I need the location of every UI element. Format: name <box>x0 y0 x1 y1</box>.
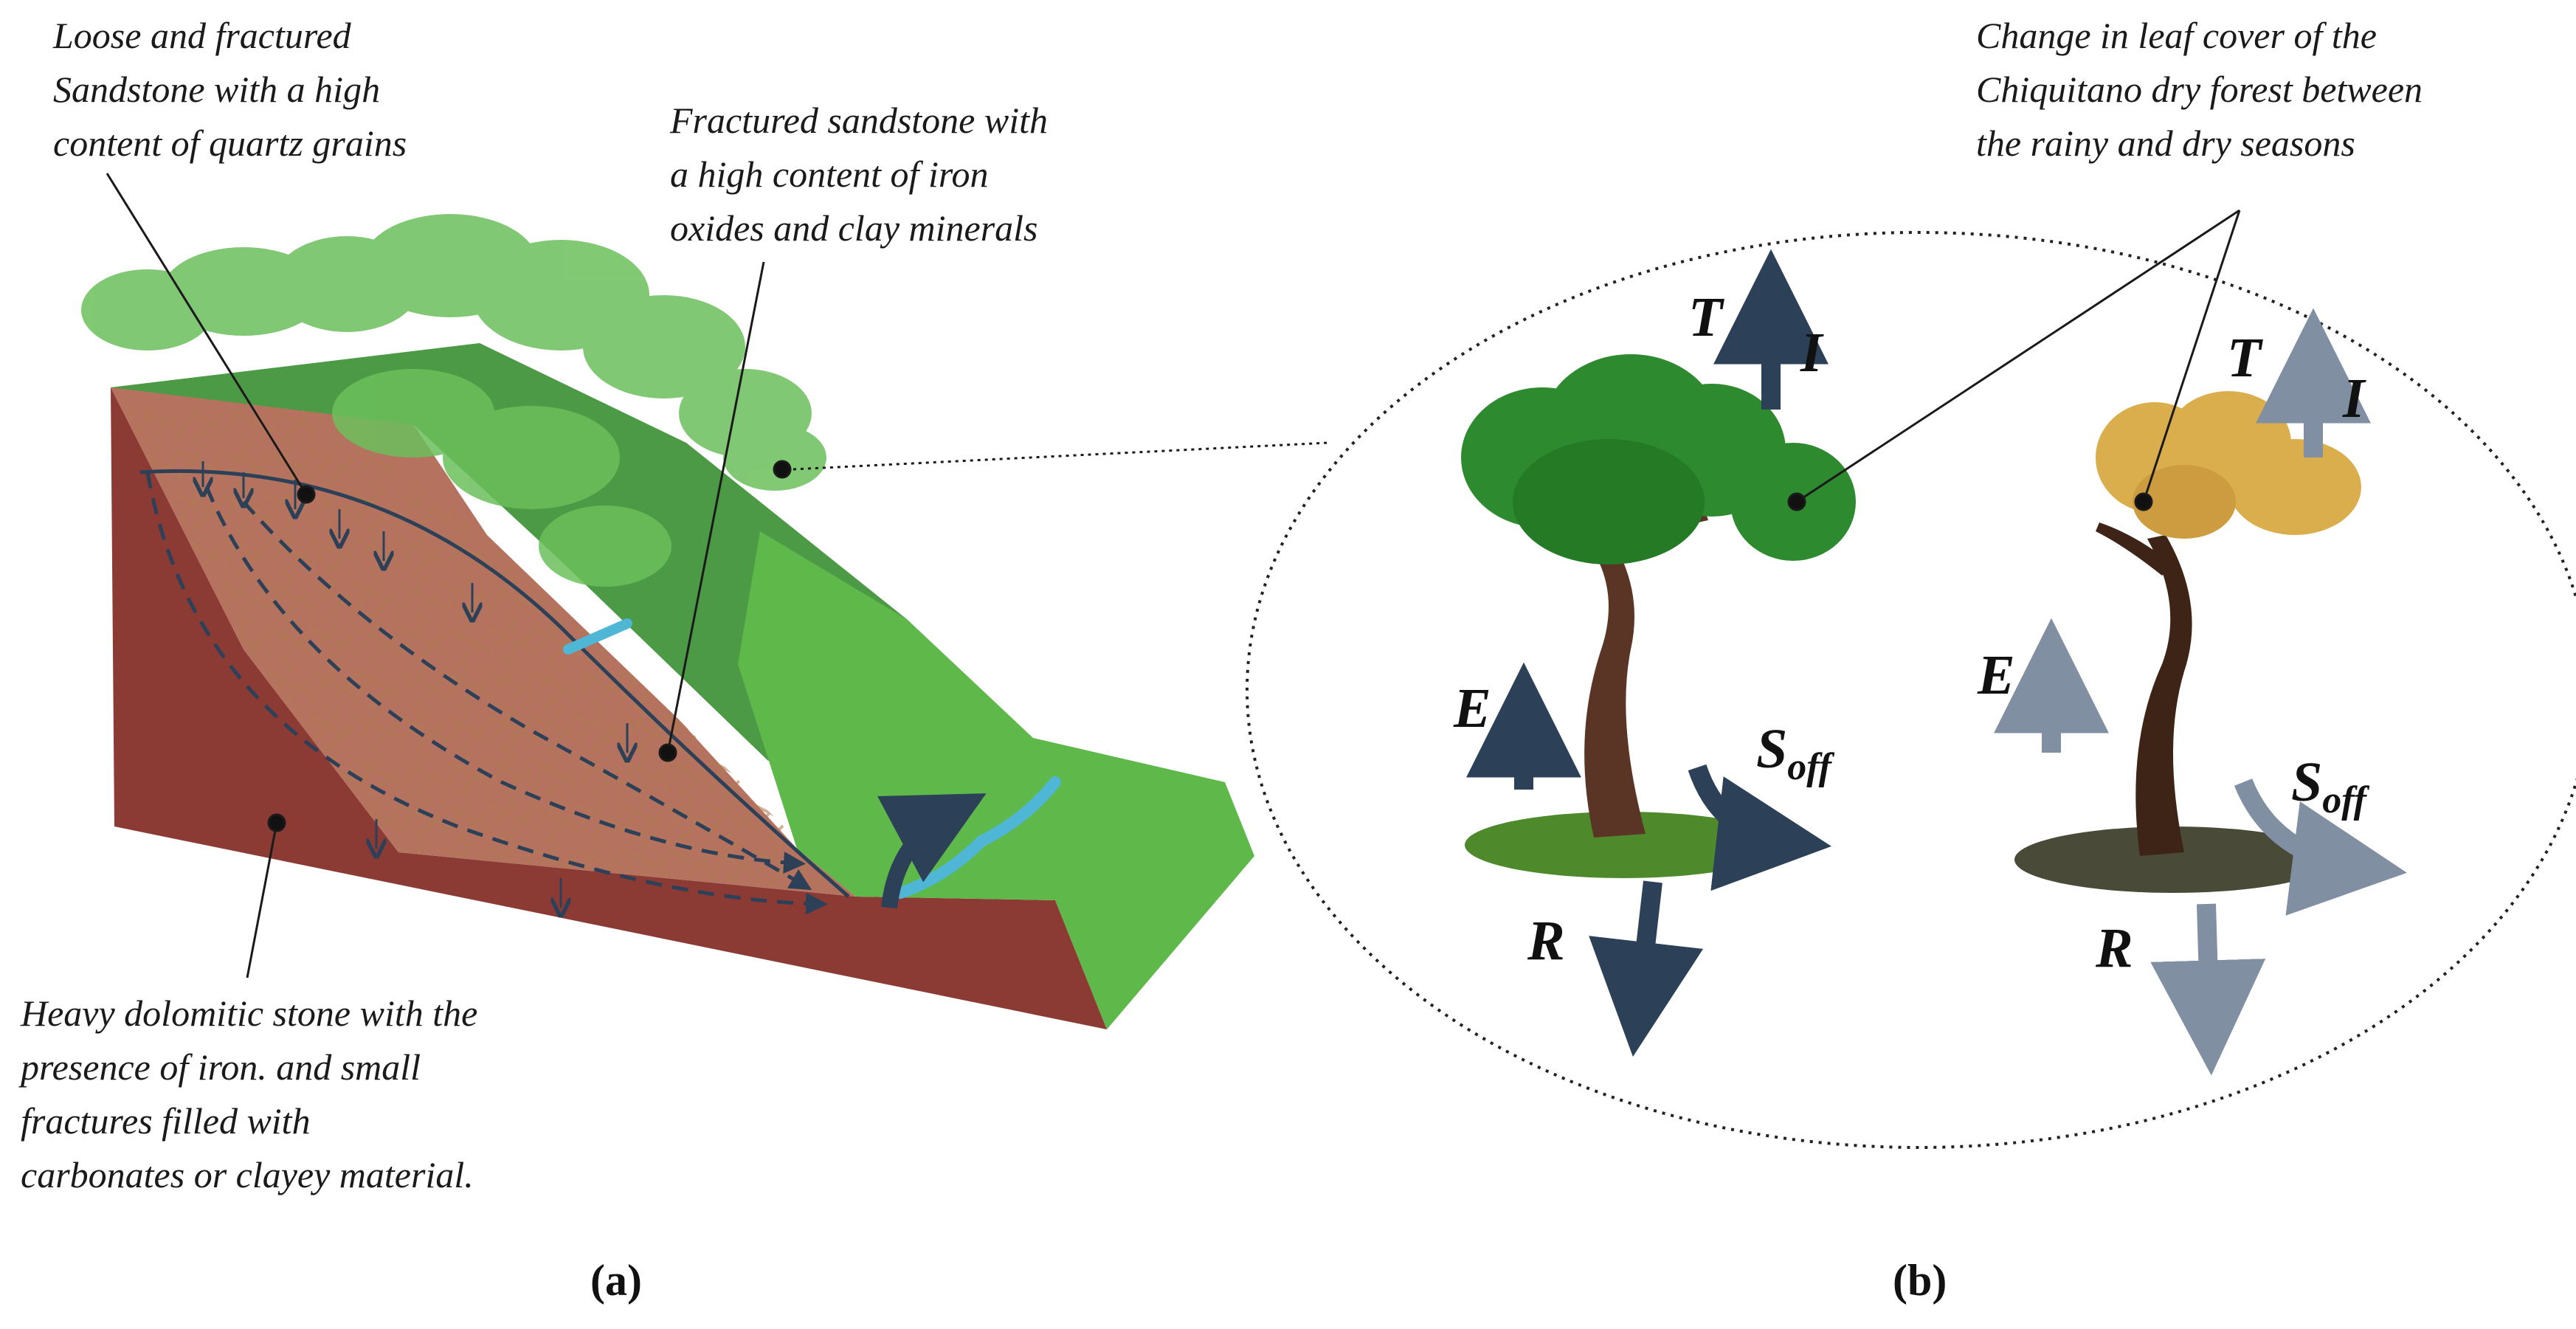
dry-season-tree <box>2014 391 2361 893</box>
label-E-dry: E <box>1977 644 2015 706</box>
forest-canopy <box>81 214 826 587</box>
rainy-season-tree <box>1461 354 1856 878</box>
label-T-rainy: T <box>1688 286 1724 348</box>
label-E-rainy: E <box>1453 677 1491 739</box>
label-I-rainy: I <box>1800 322 1824 384</box>
infiltration-arrows <box>203 461 627 908</box>
grass-slope <box>738 531 1254 1029</box>
hillslope-block <box>81 214 1254 1029</box>
dolomitic-stone-label: Heavy dolomitic stone with the presence … <box>18 993 487 1195</box>
label-Soff-rainy: Soff <box>1756 718 1835 788</box>
arrow-Soff-dry <box>2234 778 2407 916</box>
seep-water <box>563 618 632 655</box>
arrow-R-dry <box>2150 903 2266 1076</box>
label-Soff-dry: Soff <box>2291 751 2370 821</box>
label-I-dry: I <box>2342 367 2366 429</box>
fracture-zone <box>125 406 849 893</box>
panel-label-b: (b) <box>1893 1256 1947 1305</box>
dolomite-layer <box>111 387 1107 1029</box>
trunk-dry <box>2135 535 2192 856</box>
canopy-rainy <box>1461 354 1856 565</box>
label-R-rainy: R <box>1527 910 1565 972</box>
leaf-cover-label: Change in leaf cover of the Chiquitano d… <box>1976 15 2432 164</box>
ground-patch-rainy <box>1465 812 1782 878</box>
zoom-ellipse <box>1246 231 2576 1149</box>
label-T-dry: T <box>2227 327 2263 389</box>
subsurface-flow-paths <box>145 472 828 915</box>
panel-label-a: (a) <box>590 1256 642 1305</box>
leaders-a <box>106 173 1329 978</box>
exfiltration-arrow <box>877 793 987 909</box>
arrow-R-rainy <box>1589 880 1704 1057</box>
leaders-b <box>1787 209 2241 511</box>
flux-labels: T I E R Soff T I E R Soff <box>1453 286 2370 979</box>
loose-sandstone-label: Loose and fractured Sandstone with a hig… <box>52 15 407 164</box>
fractured-sandstone-label: Fractured sandstone with a high content … <box>669 100 1057 249</box>
flux-arrows-rainy <box>1466 249 1832 1057</box>
label-R-dry: R <box>2095 917 2133 979</box>
flux-arrows-dry <box>1994 308 2407 1076</box>
water-table <box>139 469 850 898</box>
forest-slope <box>111 343 908 826</box>
arrow-Soff-rainy <box>1688 764 1832 891</box>
trunk-rainy <box>1579 524 1646 838</box>
ground-patch-dry <box>2014 826 2332 893</box>
